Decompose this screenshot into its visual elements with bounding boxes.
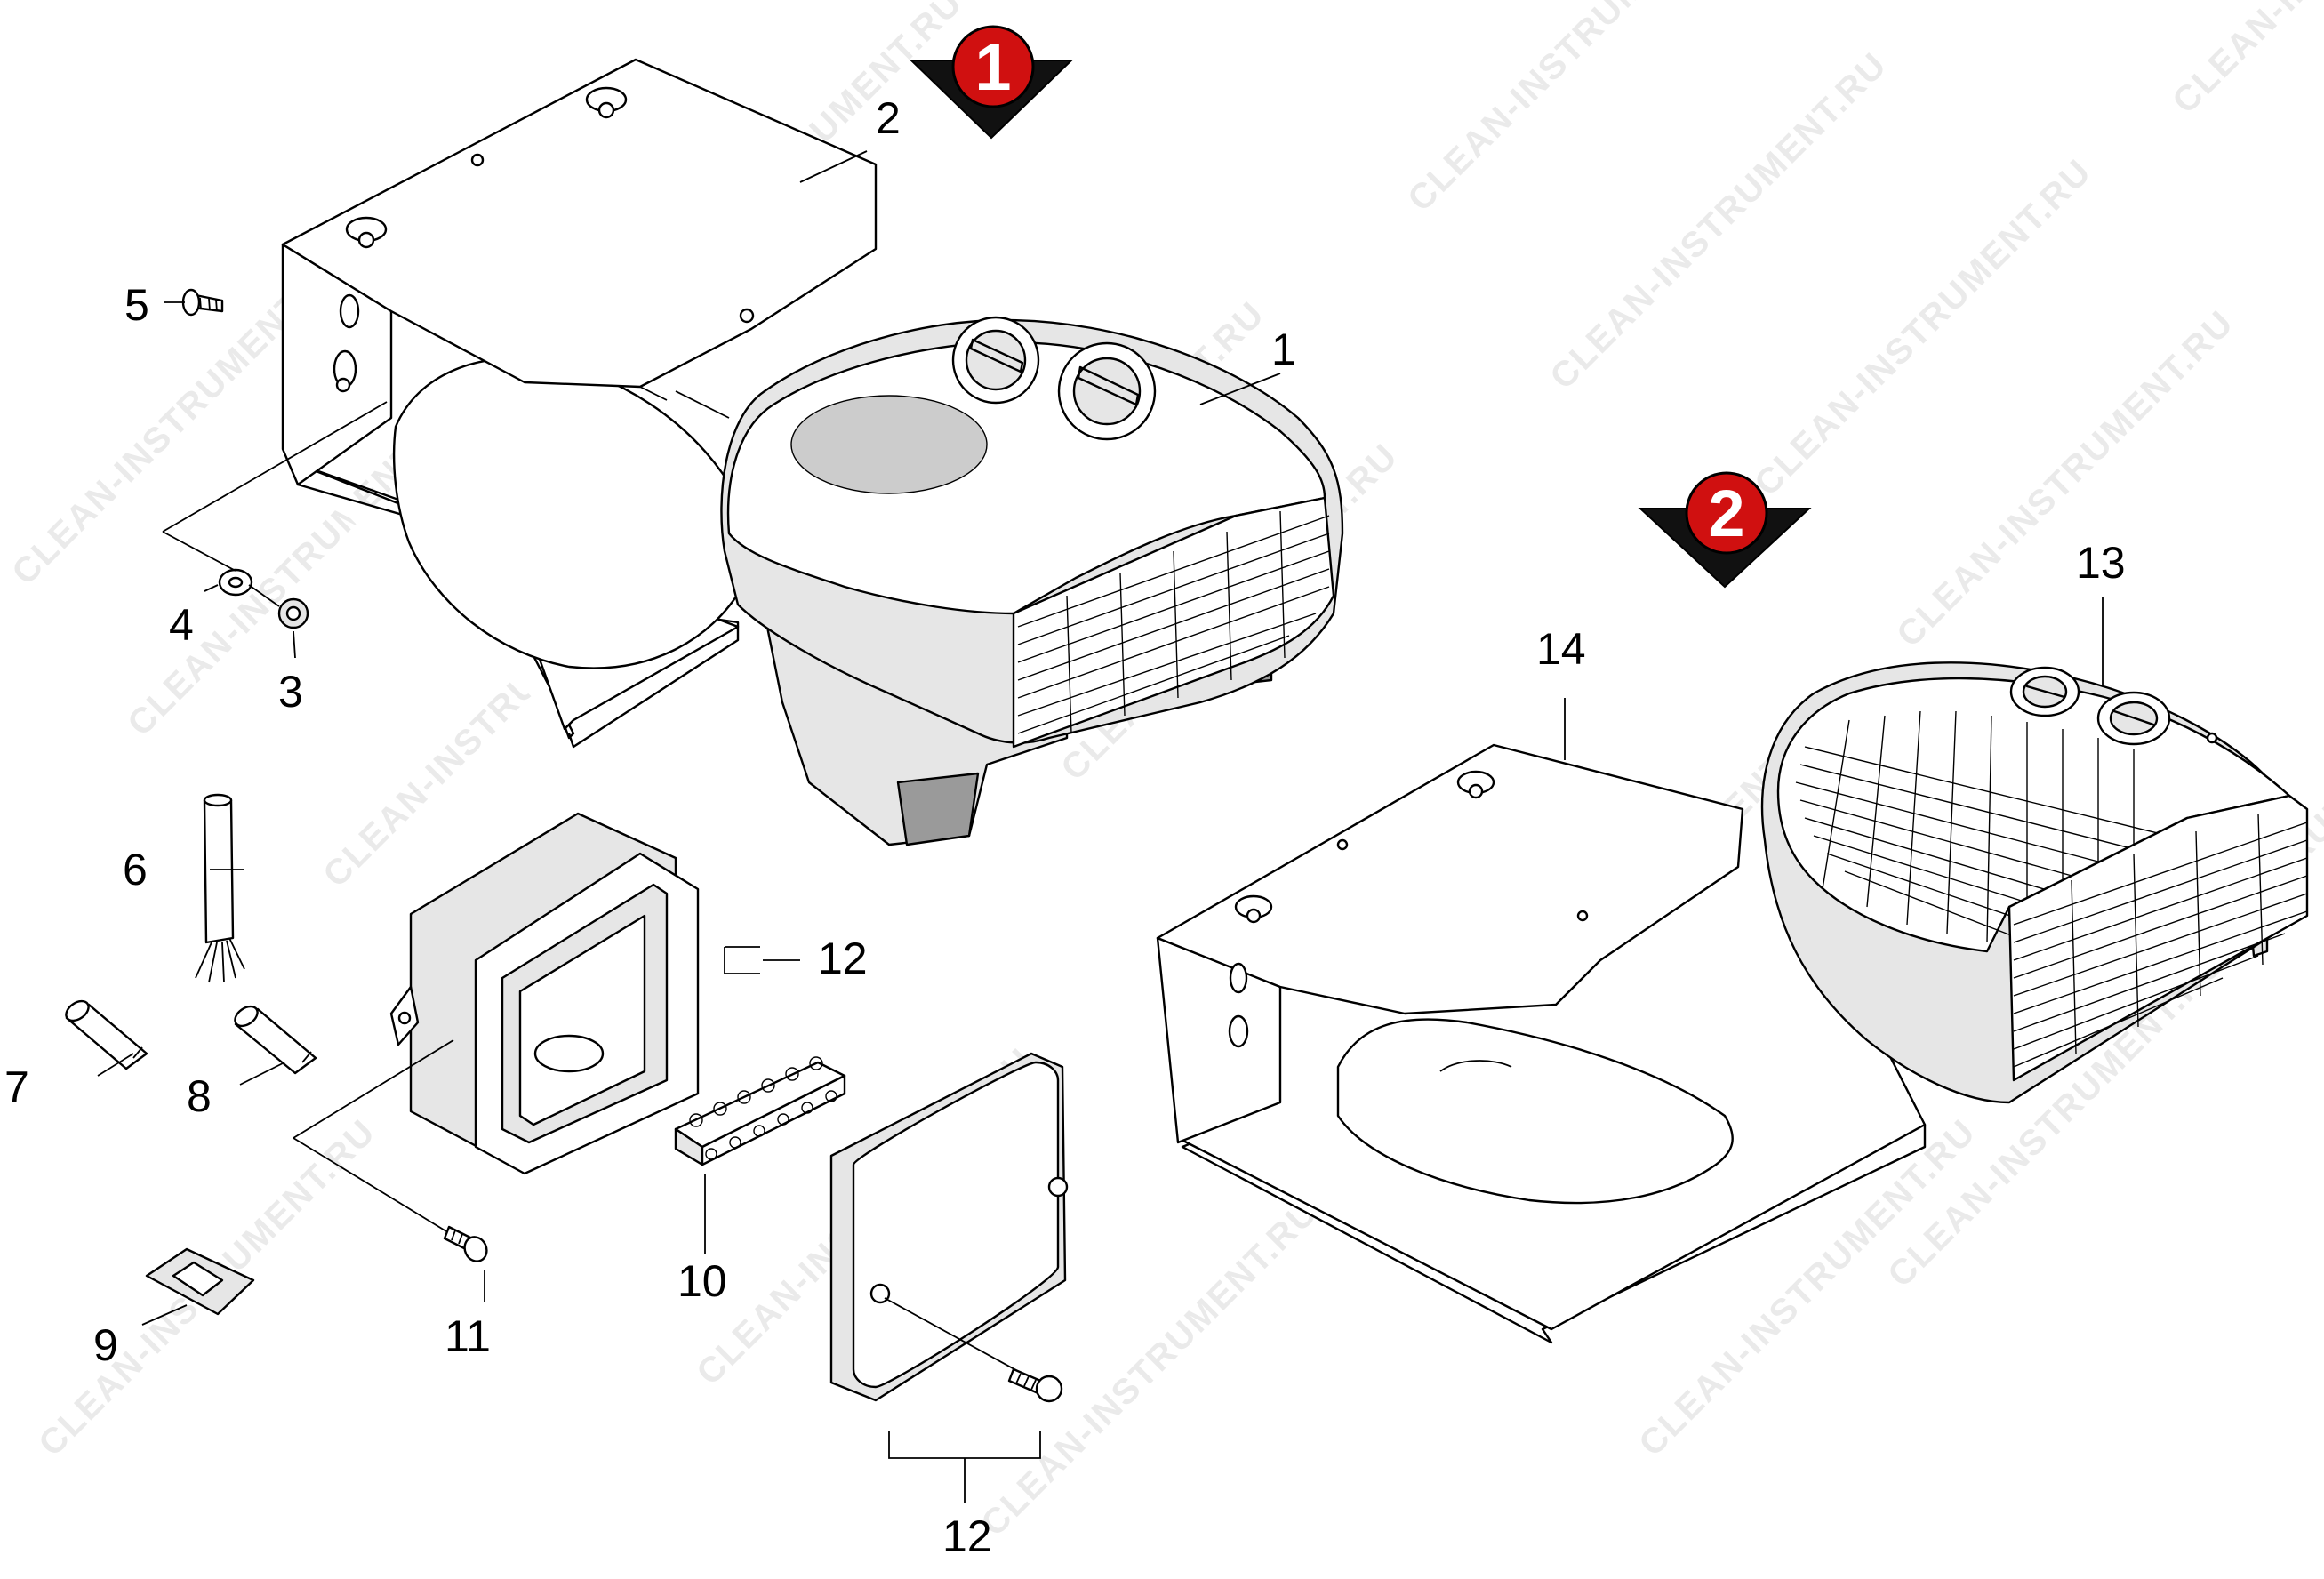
part-2-housing-bracket [281, 58, 878, 749]
part-10-terminal-strip [674, 1056, 846, 1254]
part-5-screw [164, 288, 224, 317]
section-marker-1: 1 [909, 25, 1074, 140]
leader-line [293, 1039, 454, 1232]
watermark-text: CLEAN-INSTRUMENT.RU [1543, 45, 1895, 397]
watermark-text: CLEAN-INSTRUMENT.RU [2165, 0, 2324, 121]
leader-line [162, 401, 388, 572]
callout-5: 5 [124, 280, 149, 330]
callout-9: 9 [93, 1320, 118, 1370]
callout-10: 10 [677, 1256, 727, 1306]
part-4-washer [218, 568, 253, 597]
part-8-connector [234, 1005, 317, 1075]
watermark-text: CLEAN-INSTRUMENT.RU [1400, 0, 1752, 219]
callout-1: 1 [1271, 325, 1296, 374]
part-14-bracket [1156, 743, 1927, 1344]
leader-line [888, 1431, 1041, 1503]
section-marker-number: 2 [1708, 477, 1744, 550]
part-7-connector [65, 999, 148, 1070]
section-marker-number: 1 [974, 30, 1011, 104]
part-3-nut [248, 584, 309, 629]
callout-8: 8 [187, 1071, 212, 1121]
leader-line [724, 946, 760, 974]
part-13-heater-unit [1760, 661, 2309, 1104]
watermark-text: CLEAN-INSTRUMENT.RU [1889, 303, 2241, 655]
callout-6: 6 [123, 845, 148, 894]
callout-leaders [97, 150, 2104, 1326]
watermark-text: CLEAN-INSTRUMENT.RU [1747, 152, 2099, 504]
knob-icon [2009, 666, 2080, 717]
section-marker-2: 2 [1638, 471, 1812, 589]
leader-line [884, 1297, 1023, 1375]
knob-icon [951, 316, 1040, 405]
knob-icon [1057, 341, 1157, 441]
part-11-screw [443, 1225, 488, 1262]
part-9-clip [145, 1247, 255, 1316]
part-6-cable [195, 793, 245, 983]
callout-2: 2 [876, 93, 901, 143]
callout-labels: 1 2 3 4 5 6 7 8 9 10 11 12 12 13 14 [4, 93, 2126, 1561]
part-12-screw [1007, 1367, 1063, 1403]
part-12-cover [829, 1052, 1069, 1402]
callout-14: 14 [1536, 624, 1586, 674]
callout-3: 3 [278, 667, 303, 717]
callout-11: 11 [445, 1311, 491, 1361]
callout-12: 12 [942, 1511, 992, 1561]
part-1-heater-unit [720, 316, 1344, 846]
callout-12: 12 [818, 934, 868, 983]
part-terminal-box [389, 812, 700, 1175]
knob-icon [2096, 691, 2171, 746]
callout-4: 4 [169, 600, 194, 650]
callout-7: 7 [4, 1062, 29, 1112]
callout-13: 13 [2076, 538, 2126, 588]
